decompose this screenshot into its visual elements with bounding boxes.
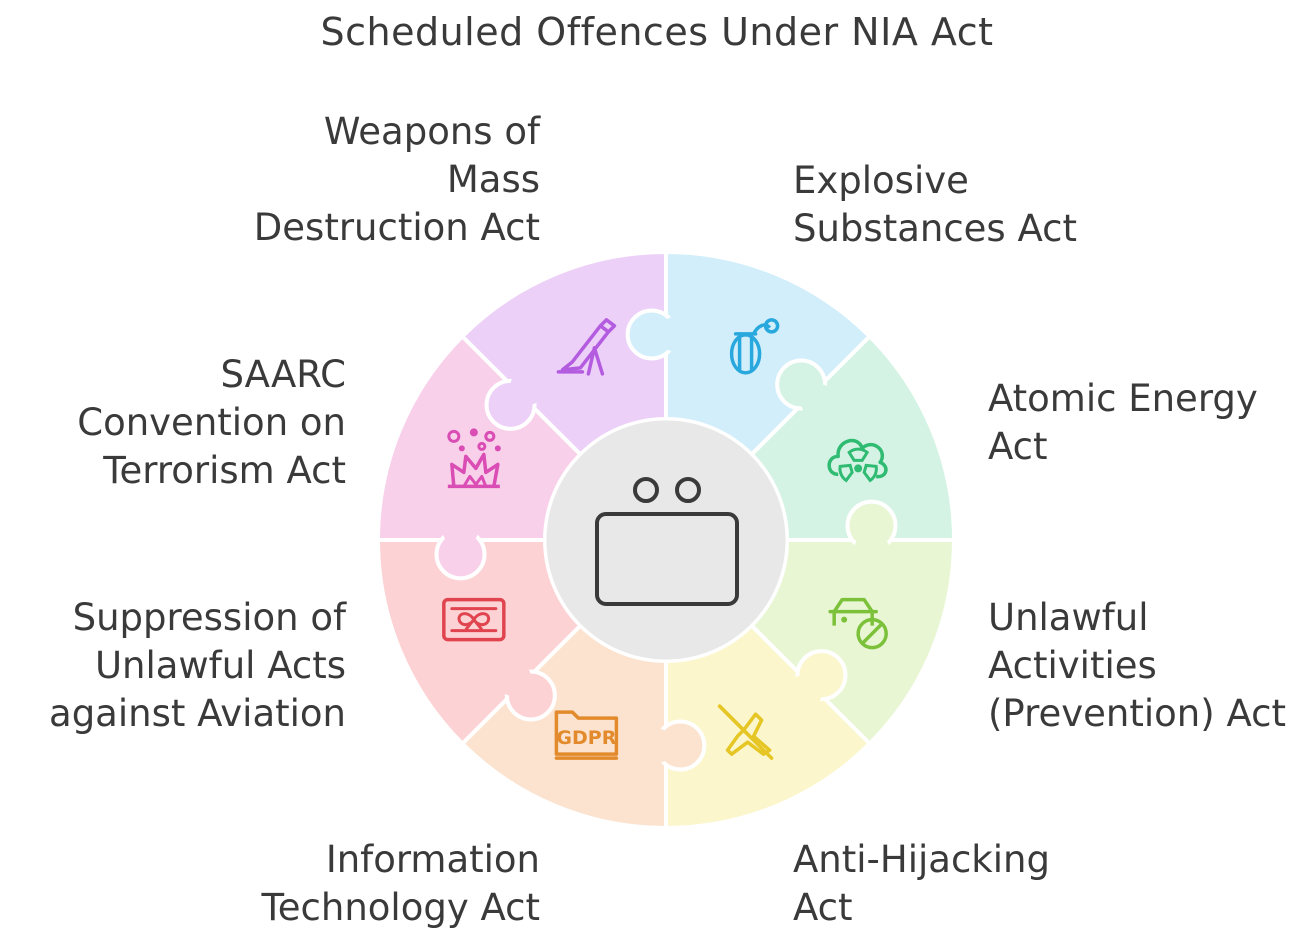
label-saarc: SAARC Convention on Terrorism Act [77,353,346,492]
label-it: Information Technology Act [261,838,540,929]
puzzle-knob-joint-unlawful [853,532,890,569]
puzzle-knob-joint-explosive [658,316,695,353]
gdpr-folder-icon: GDPR [554,710,619,760]
puzzle-knob-joint-hijacking [785,675,822,712]
label-unlawful: Unlawful Activities (Prevention) Act [988,596,1286,735]
label-wmd: Weapons of Mass Destruction Act [253,110,540,249]
diagram-title: Scheduled Offences Under NIA Act [320,10,994,54]
mortar-icon [556,318,617,376]
puzzle-knob-joint-wmd [510,368,547,405]
label-hijacking: Anti-Hijacking Act [793,838,1050,929]
label-atomic: Atomic Energy Act [988,377,1258,468]
radiation-cloud-icon [827,438,888,483]
svg-text:GDPR: GDPR [556,727,616,749]
puzzle-knob-joint-it [637,727,674,764]
puzzle-knob-joint-aviation [494,659,531,696]
puzzle-knob-joint-atomic [801,384,838,421]
explosion-icon [447,428,501,489]
label-aviation: Suppression of Unlawful Acts against Avi… [49,596,346,735]
airplane-icon [717,704,774,760]
camera-frame-icon [595,477,739,606]
label-explosive: Explosive Substances Act [793,159,1077,250]
grenade-icon [729,318,780,375]
puzzle-knob-joint-saarc [442,511,479,548]
car-prohibited-icon [828,597,888,650]
center-circle [543,417,789,663]
gift-card-icon [442,597,506,642]
